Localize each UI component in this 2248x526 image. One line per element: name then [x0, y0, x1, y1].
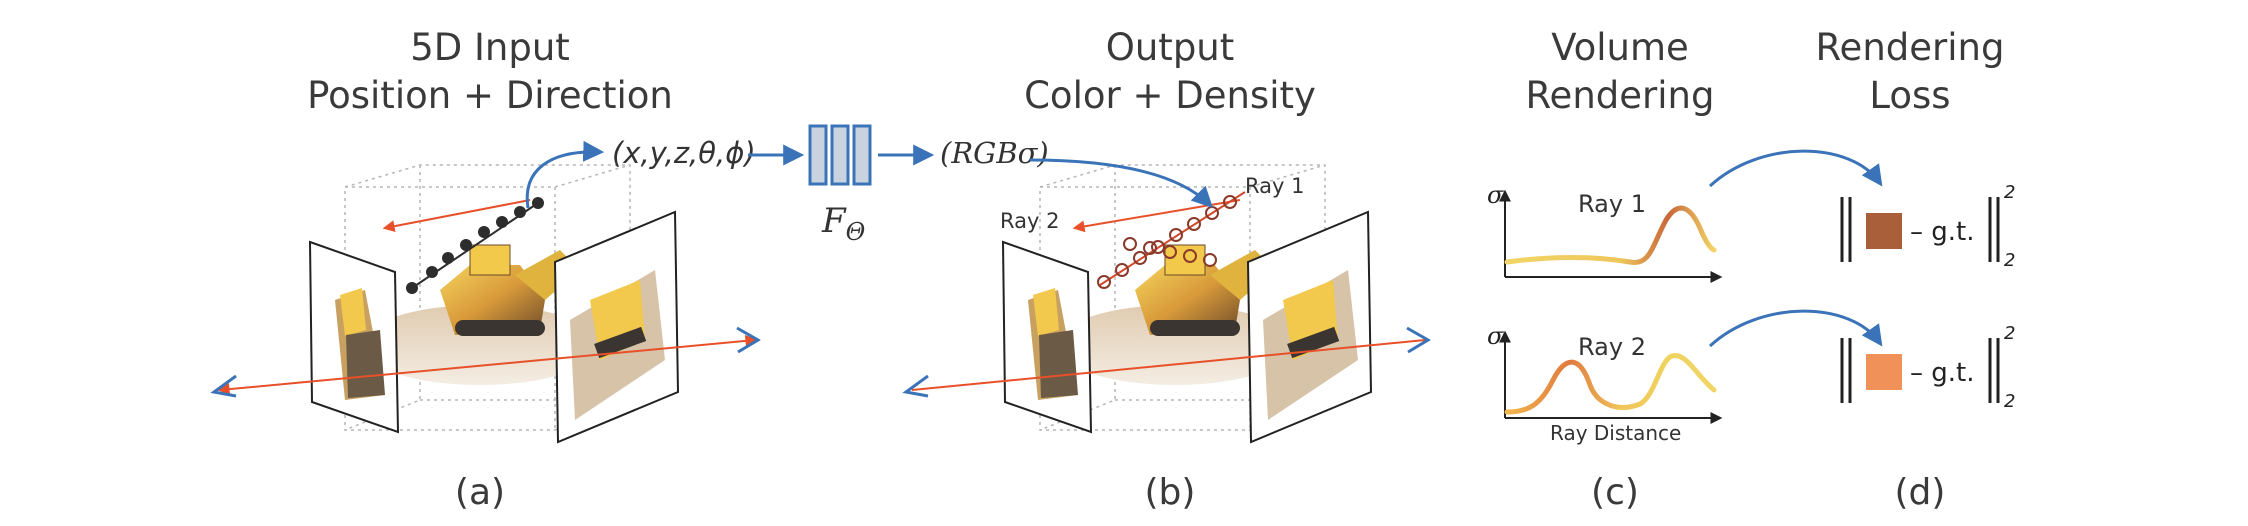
sample-ray-a — [411, 202, 539, 289]
panel-label-a: (a) — [454, 472, 506, 513]
sample-point — [514, 206, 526, 218]
sample-circle — [1097, 275, 1111, 289]
title-5d-input-line1: 5D Input — [410, 26, 570, 69]
x-axis-label: Ray Distance — [1550, 421, 1681, 445]
density-plot-ray2: σ Ray 2 Ray Distance — [1487, 322, 1723, 445]
rendered-color-swatch-2 — [1866, 354, 1902, 390]
loss-gt-label-2: – g.t. — [1910, 358, 1975, 388]
sample-point — [478, 226, 490, 238]
title-volume-rendering-line2: Rendering — [1525, 74, 1715, 117]
ray-b-right-arrowhead-icon — [1406, 326, 1431, 354]
title-output: Output Color + Density — [1000, 24, 1340, 120]
sample-circle — [1151, 240, 1165, 254]
panel-label-c: (c) — [1591, 472, 1639, 513]
panel-label-b: (b) — [1144, 472, 1196, 513]
ray-a-secondary — [382, 199, 531, 233]
input-tuple: (x,y,z,θ,ϕ) — [612, 136, 756, 170]
ray-a-left-arrowhead-icon — [210, 374, 237, 398]
title-output-line2: Color + Density — [1024, 74, 1316, 117]
panel-a-scene — [210, 140, 761, 444]
ray-b-2 — [1072, 199, 1241, 233]
ray-a-main — [217, 334, 758, 396]
title-5d-input-line2: Position + Direction — [307, 74, 673, 117]
sample-point — [460, 239, 472, 251]
image-plane-b-left — [1001, 240, 1093, 434]
panel-c-plots: σ Ray 1 σ Ray 2 Ray Distance — [1487, 181, 1723, 445]
sample-circle — [1115, 263, 1129, 277]
network-label-subscript: Θ — [846, 218, 866, 246]
sample-circle — [1133, 251, 1147, 265]
panel-b-scene: Ray 1 Ray 2 — [902, 158, 1431, 444]
sample-point — [442, 252, 454, 264]
ray-a-right-arrowhead-icon — [736, 326, 761, 354]
sample-circles-ray2 — [1123, 237, 1217, 267]
title-volume-rendering-line1: Volume — [1551, 26, 1689, 69]
ray-b-1-line — [1099, 191, 1246, 286]
title-5d-input: 5D Input Position + Direction — [300, 24, 680, 120]
sigma-label-1: σ — [1487, 181, 1504, 209]
rendered-color-swatch-1 — [1866, 213, 1902, 249]
panel-d-loss: – g.t. 2 2 – g.t. 2 2 — [1708, 149, 2015, 412]
network-icon — [808, 124, 872, 186]
network-label-f: F — [821, 201, 847, 241]
arrow-to-loss-2 — [1708, 309, 1883, 348]
ray2-label: Ray 2 — [1000, 209, 1059, 233]
sample-circle — [1169, 228, 1183, 242]
loss-row-2: – g.t. 2 2 — [1840, 323, 2015, 412]
plot-ray1-label: Ray 1 — [1578, 190, 1646, 218]
sample-circle — [1203, 253, 1217, 267]
norm-subscript-2: 2 — [2004, 391, 2015, 412]
output-tuple: (RGBσ) — [940, 136, 1049, 170]
ray1-label: Ray 1 — [1245, 174, 1304, 198]
network-label: FΘ — [821, 201, 866, 246]
image-plane-a-left — [308, 240, 400, 434]
arrow-output-to-ray1 — [1029, 158, 1213, 208]
loss-gt-label-1: – g.t. — [1910, 217, 1975, 247]
density-curve-ray1 — [1504, 205, 1717, 265]
sample-circle — [1183, 249, 1197, 263]
plot-ray2-label: Ray 2 — [1578, 333, 1646, 361]
sample-circle — [1223, 195, 1237, 209]
sample-circle — [1143, 241, 1157, 255]
sample-circles-ray1 — [1097, 195, 1237, 289]
norm-superscript-1: 2 — [2004, 182, 2015, 203]
density-curve-ray2 — [1504, 353, 1717, 415]
title-rendering-loss-line2: Loss — [1869, 74, 1951, 117]
title-rendering-loss: Rendering Loss — [1790, 24, 2030, 120]
image-plane-a-right — [553, 210, 680, 444]
sample-circle — [1163, 245, 1177, 259]
arrow-to-loss-1 — [1708, 149, 1883, 188]
ray-b-main — [911, 339, 1426, 391]
norm-superscript-2: 2 — [2004, 323, 2015, 344]
sample-point — [426, 266, 438, 278]
image-plane-b-right — [1246, 210, 1373, 444]
density-plot-ray1: σ Ray 1 — [1487, 181, 1723, 283]
sigma-label-2: σ — [1487, 322, 1504, 350]
norm-subscript-1: 2 — [2004, 250, 2015, 271]
title-output-line1: Output — [1105, 26, 1235, 69]
panel-label-d: (d) — [1894, 472, 1946, 513]
loss-row-1: – g.t. 2 2 — [1840, 182, 2015, 271]
title-rendering-loss-line1: Rendering — [1815, 26, 2005, 69]
title-volume-rendering: Volume Rendering — [1500, 24, 1740, 120]
sample-circle — [1187, 217, 1201, 231]
sample-circle — [1123, 237, 1137, 251]
arrow-to-input-tuple — [525, 140, 605, 209]
ray-b-left-arrowhead-icon — [902, 374, 929, 398]
